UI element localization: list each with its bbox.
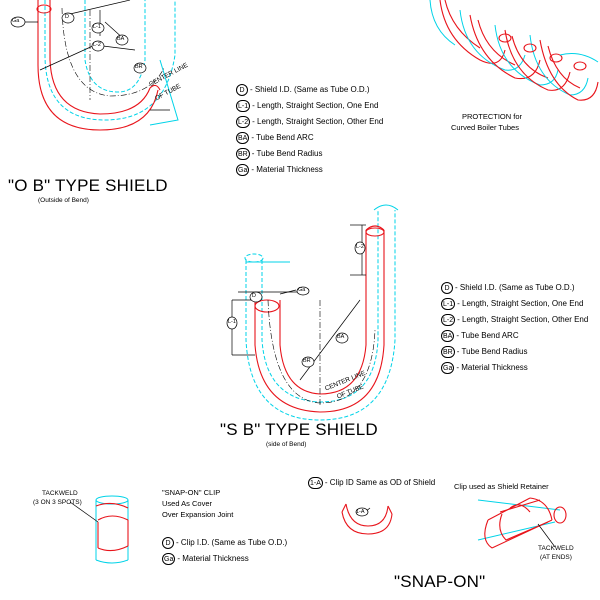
sb-bubble-ba (335, 332, 349, 344)
ob-legend-sym: BR (236, 148, 250, 160)
snap-clip-bubble (355, 507, 369, 517)
sb-subtitle: (side of Bend) (266, 441, 307, 448)
ob-legend-sym: D (236, 84, 248, 96)
sb-label-ga: Ga (298, 287, 306, 293)
snap-clip-bubble-label: 1-A (356, 509, 365, 515)
sb-legend-row: BR- Tube Bend Radius (441, 344, 588, 360)
snap-legend-row: Ga- Material Thickness (162, 551, 287, 567)
sb-label-d: D (252, 293, 256, 299)
protection-drawing (429, 0, 599, 101)
sb-label-l1: L-1 (228, 319, 236, 325)
sb-legend-text: - Length, Straight Section, Other End (457, 315, 589, 324)
sb-bubble-l1 (226, 316, 238, 330)
ob-bubble-br (133, 62, 147, 74)
sb-legend-sym: Ga (441, 362, 455, 374)
ob-bubble-l2 (91, 40, 105, 52)
ob-legend-text: - Tube Bend ARC (251, 133, 314, 142)
snap-clip-title-2: Used As Cover (162, 499, 213, 508)
ob-shield-drawing (10, 0, 179, 131)
sb-label-br: BR (303, 358, 311, 364)
ob-legend-text: - Length, Straight Section, Other End (252, 117, 384, 126)
ob-label-ba: BA (117, 36, 125, 42)
sb-legend-sym: L-2 (441, 314, 456, 326)
ob-legend-sym: BA (236, 132, 250, 144)
snap-retainer-label: Clip used as Shield Retainer (454, 482, 549, 491)
ob-legend-sym: Ga (236, 164, 250, 176)
ob-label-l2: L-2 (93, 42, 101, 48)
snap-clip-id: 1-A- Clip ID Same as OD of Shield (308, 475, 435, 491)
sb-legend: D- Shield I.D. (Same as Tube O.D.) L-1- … (441, 280, 588, 376)
retainer-drawing (477, 497, 567, 549)
sb-legend-row: L-2- Length, Straight Section, Other End (441, 312, 588, 328)
sb-title: "S B" TYPE SHIELD (220, 420, 378, 439)
snap-title: "SNAP-ON" (394, 572, 486, 591)
sb-legend-sym: D (441, 282, 453, 294)
sb-legend-text: - Tube Bend ARC (456, 331, 519, 340)
sb-bubble-ga (296, 286, 310, 296)
sb-legend-text: - Length, Straight Section, One End (457, 299, 584, 308)
ob-bubble-l1 (91, 22, 105, 34)
sb-bubble-d (249, 291, 263, 303)
sb-legend-row: L-1- Length, Straight Section, One End (441, 296, 588, 312)
snap-clip-id-row: 1-A- Clip ID Same as OD of Shield (308, 475, 435, 491)
ob-label-d: D (65, 14, 69, 20)
snap-tackweld-ends-2: (AT ENDS) (540, 554, 572, 561)
protection-line-1: PROTECTION for (462, 112, 523, 121)
ob-legend-text: - Length, Straight Section, One End (252, 101, 379, 110)
snap-tackweld-ends-1: TACKWELD (538, 545, 574, 552)
snap-legend-sym: Ga (162, 553, 176, 565)
snap-tube-drawing (69, 495, 129, 564)
sb-legend-sym: BA (441, 330, 455, 342)
ob-bubble-ga (10, 16, 26, 28)
snap-clip-title-1: "SNAP-ON" CLIP (162, 488, 221, 497)
ob-legend-sym: L-1 (236, 100, 251, 112)
ob-label-ga: Ga (12, 18, 20, 24)
sb-legend-text: - Tube Bend Radius (456, 347, 528, 356)
ob-title: "O B" TYPE SHIELD (8, 176, 168, 195)
ob-bubble-d (61, 12, 75, 24)
sb-legend-text: - Shield I.D. (Same as Tube O.D.) (455, 283, 575, 292)
ob-legend-text: - Tube Bend Radius (251, 149, 323, 158)
ob-legend-row: L-1- Length, Straight Section, One End (236, 98, 383, 114)
ob-legend-row: D- Shield I.D. (Same as Tube O.D.) (236, 82, 383, 98)
ob-legend: D- Shield I.D. (Same as Tube O.D.) L-1- … (236, 82, 383, 178)
snap-tackweld-2: (3 ON 3 SPOTS) (33, 499, 82, 506)
sb-legend-sym: BR (441, 346, 455, 358)
snap-clip-drawing (341, 503, 393, 535)
ob-legend-row: BR- Tube Bend Radius (236, 146, 383, 162)
ob-legend-row: BA- Tube Bend ARC (236, 130, 383, 146)
sb-label-l2: L-2 (356, 244, 364, 250)
sb-bubble-l2 (354, 241, 366, 255)
sb-legend-row: D- Shield I.D. (Same as Tube O.D.) (441, 280, 588, 296)
ob-label-br: BR (135, 64, 143, 70)
ob-legend-row: Ga- Material Thickness (236, 162, 383, 178)
snap-clip-id-sym: 1-A (308, 477, 323, 489)
sb-legend-row: Ga- Material Thickness (441, 360, 588, 376)
protection-line-2: Curved Boiler Tubes (451, 123, 519, 132)
snap-legend-text: - Material Thickness (177, 554, 249, 563)
sb-shield-drawing (226, 204, 399, 421)
ob-legend-text: - Material Thickness (251, 165, 323, 174)
ob-legend-row: L-2- Length, Straight Section, Other End (236, 114, 383, 130)
snap-clip-title-3: Over Expansion Joint (162, 510, 234, 519)
ob-legend-text: - Shield I.D. (Same as Tube O.D.) (250, 85, 370, 94)
sb-legend-text: - Material Thickness (456, 363, 528, 372)
sb-legend-sym: L-1 (441, 298, 456, 310)
sb-legend-row: BA- Tube Bend ARC (441, 328, 588, 344)
ob-bubble-ba (115, 34, 129, 46)
ob-subtitle: (Outside of Bend) (38, 197, 89, 204)
ob-legend-sym: L-2 (236, 116, 251, 128)
snap-legend-row: D- Clip I.D. (Same as Tube O.D.) (162, 535, 287, 551)
snap-legend-text: - Clip I.D. (Same as Tube O.D.) (176, 538, 288, 547)
ob-label-l1: L-1 (93, 24, 101, 30)
sb-label-ba: BA (337, 334, 345, 340)
snap-clip-id-text: - Clip ID Same as OD of Shield (324, 478, 436, 487)
snap-legend-sym: D (162, 537, 174, 549)
snap-tackweld-1: TACKWELD (42, 490, 78, 497)
snap-legend: D- Clip I.D. (Same as Tube O.D.) Ga- Mat… (162, 535, 287, 567)
sb-bubble-br (301, 356, 315, 368)
